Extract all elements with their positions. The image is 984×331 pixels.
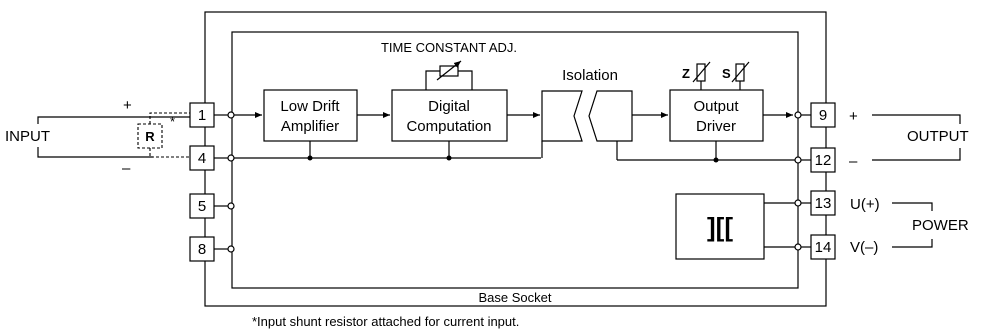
terminal-8-dot bbox=[227, 245, 235, 253]
footnote: *Input shunt resistor attached for curre… bbox=[252, 314, 519, 329]
output-driver-block bbox=[669, 89, 764, 142]
isolation-barrier-left bbox=[541, 90, 583, 142]
terminal-4-dot bbox=[227, 154, 235, 162]
input-plus-sign: + bbox=[123, 97, 132, 114]
output-minus-sign: – bbox=[849, 153, 858, 170]
digital-junction bbox=[446, 155, 452, 161]
shunt-dashed-bottom bbox=[149, 148, 190, 158]
span-adjust-label: S bbox=[722, 66, 731, 81]
shunt-resistor-label: R bbox=[145, 129, 155, 144]
terminal-9-label: 9 bbox=[819, 107, 827, 124]
terminal-1-dot bbox=[227, 111, 235, 119]
terminal-14-label: 14 bbox=[815, 239, 832, 256]
input-minus-wire bbox=[37, 147, 153, 158]
terminal-9 bbox=[810, 102, 836, 128]
terminal-12-dot bbox=[794, 156, 802, 164]
terminal-9-dot bbox=[794, 111, 802, 119]
input-minus-sign: – bbox=[122, 160, 131, 177]
digital-computation-block bbox=[391, 89, 508, 142]
terminal-13 bbox=[810, 190, 836, 216]
output-label: OUTPUT bbox=[907, 128, 969, 145]
output-minus-wire bbox=[872, 148, 961, 161]
terminal-14-dot bbox=[794, 243, 802, 251]
amp-label-line2: Amplifier bbox=[281, 118, 339, 135]
power-u-plus-label: U(+) bbox=[850, 196, 880, 213]
time-constant-label: TIME CONSTANT ADJ. bbox=[381, 40, 517, 55]
driver-junction bbox=[713, 157, 719, 163]
terminal-5-label: 5 bbox=[198, 198, 206, 215]
digital-label-line2: Computation bbox=[406, 118, 491, 135]
terminal-1-label: 1 bbox=[198, 107, 206, 124]
isolation-label: Isolation bbox=[562, 67, 618, 84]
power-v-minus-label: V(–) bbox=[850, 239, 878, 256]
housing-outline bbox=[204, 11, 827, 307]
terminal-5-dot bbox=[227, 202, 235, 210]
amp-junction bbox=[307, 155, 313, 161]
terminal-5 bbox=[189, 193, 215, 219]
driver-label-line2: Driver bbox=[696, 118, 736, 135]
output-plus-wire bbox=[872, 114, 961, 124]
amp-label-line1: Low Drift bbox=[280, 98, 340, 115]
transformer-icon: ][[ bbox=[707, 212, 733, 242]
input-plus-wire bbox=[37, 116, 153, 124]
power-label: POWER bbox=[912, 217, 969, 234]
terminal-8 bbox=[189, 236, 215, 262]
terminal-8-label: 8 bbox=[198, 241, 206, 258]
shunt-dashed-top bbox=[149, 112, 190, 124]
zero-adjust-label: Z bbox=[682, 66, 690, 81]
output-plus-sign: + bbox=[849, 108, 858, 125]
input-label: INPUT bbox=[5, 128, 50, 145]
base-socket-label: Base Socket bbox=[479, 290, 552, 305]
driver-label-line1: Output bbox=[693, 98, 739, 115]
digital-label-line1: Digital bbox=[428, 98, 470, 115]
terminal-4 bbox=[189, 145, 215, 171]
isolation-barrier-right bbox=[588, 90, 633, 142]
terminal-14 bbox=[810, 234, 836, 260]
power-transformer-block bbox=[675, 193, 765, 260]
power-plus-wire bbox=[892, 202, 933, 211]
terminal-12-label: 12 bbox=[815, 152, 832, 169]
terminal-4-label: 4 bbox=[198, 150, 206, 167]
terminal-13-dot bbox=[794, 199, 802, 207]
terminal-1 bbox=[189, 102, 215, 128]
shunt-asterisk: * bbox=[170, 114, 175, 129]
terminal-13-label: 13 bbox=[815, 195, 832, 212]
terminal-12 bbox=[810, 147, 836, 173]
power-minus-wire bbox=[892, 239, 933, 248]
